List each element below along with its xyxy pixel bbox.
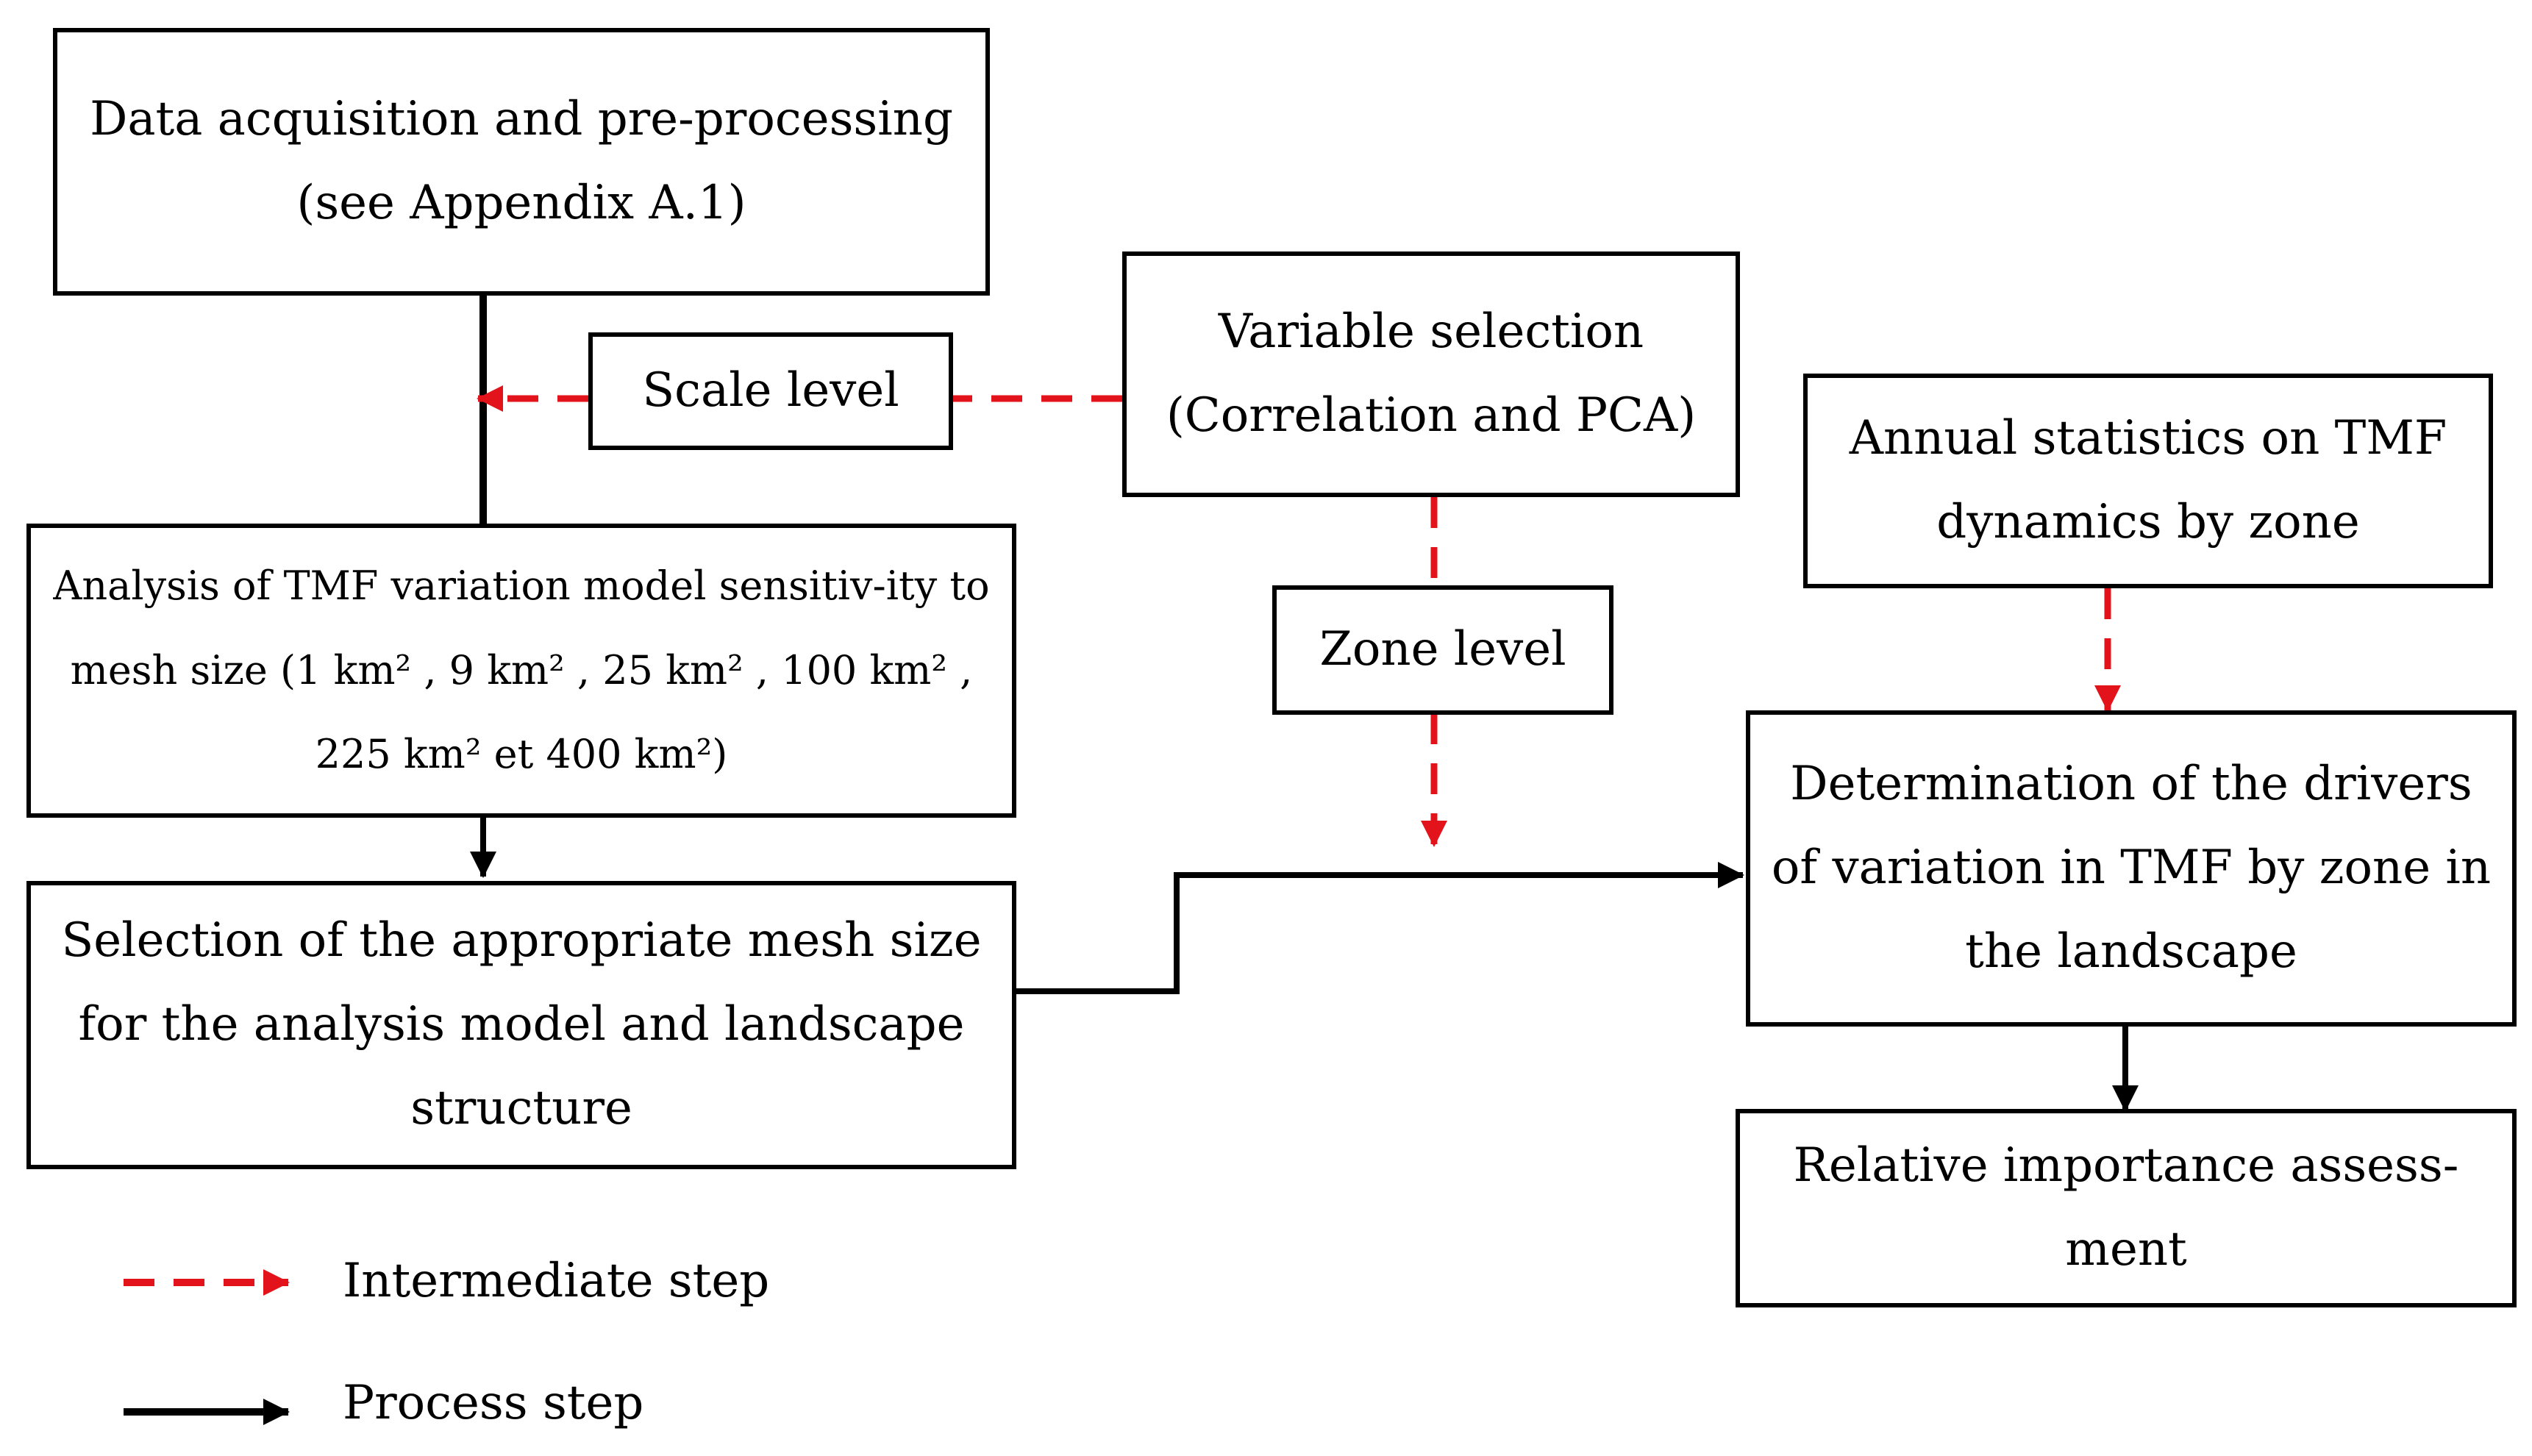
data-acquisition-box: Data acquisition and pre-processing (see…	[53, 28, 990, 296]
scale-level-box: Scale level	[588, 332, 953, 450]
relative-importance-box: Relative importance assess-ment	[1736, 1109, 2517, 1307]
legend-process-label: Process step	[343, 1376, 644, 1430]
scale-level-label: Scale level	[642, 363, 899, 418]
zone-level-label: Zone level	[1319, 622, 1566, 677]
process-arrow-mesh-selection-to-drivers	[1015, 862, 1744, 994]
data-acquisition-label: Data acquisition and pre-processing (see…	[90, 92, 953, 230]
zone-level-box: Zone level	[1272, 585, 1613, 715]
annual-statistics-box: Annual statistics on TMF dynamics by zon…	[1803, 374, 2493, 588]
variable-selection-label: Variable selection (Correlation and PCA)	[1166, 304, 1697, 443]
variable-selection-box: Variable selection (Correlation and PCA)	[1122, 251, 1740, 497]
annual-statistics-label: Annual statistics on TMF dynamics by zon…	[1849, 411, 2447, 549]
sensitivity-analysis-box: Analysis of TMF variation model sensitiv…	[26, 524, 1016, 818]
drivers-determination-box: Determination of the drivers of variatio…	[1746, 710, 2517, 1027]
drivers-determination-label: Determination of the drivers of variatio…	[1771, 757, 2492, 979]
mesh-selection-label: Selection of the appropriate mesh size f…	[61, 913, 982, 1135]
mesh-selection-box: Selection of the appropriate mesh size f…	[26, 881, 1016, 1169]
legend-intermediate-label: Intermediate step	[343, 1254, 770, 1308]
sensitivity-analysis-label: Analysis of TMF variation model sensitiv…	[53, 563, 990, 778]
relative-importance-label: Relative importance assess-ment	[1793, 1138, 2459, 1277]
